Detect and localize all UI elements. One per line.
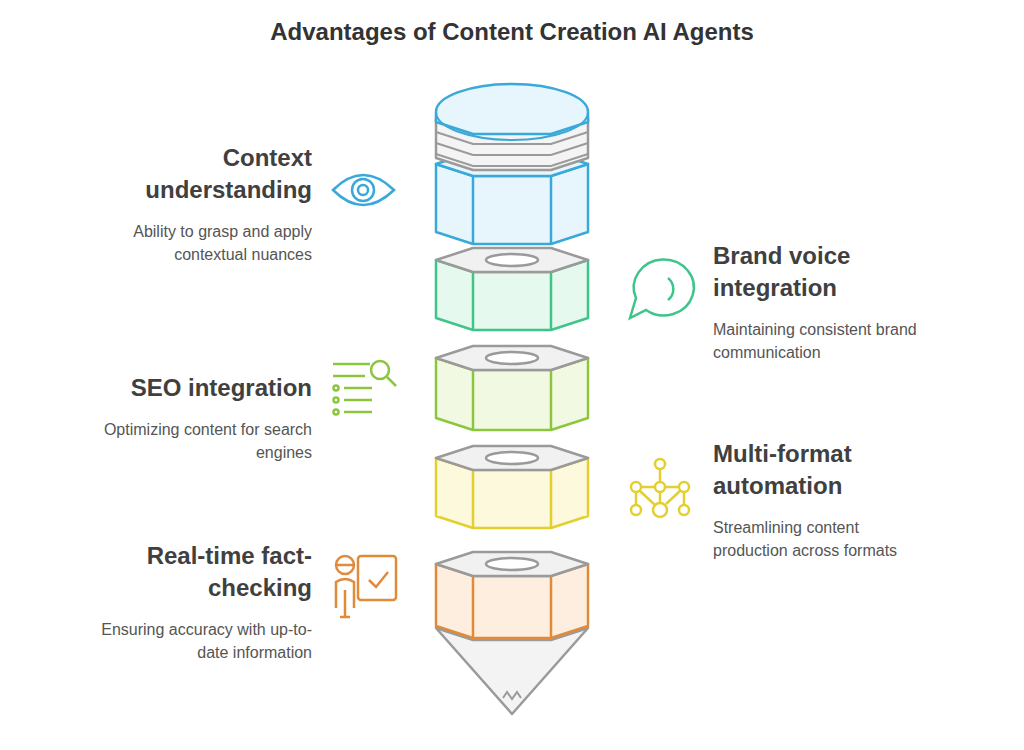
network-icon	[631, 459, 689, 517]
advantage-description: Ensuring accuracy with up-to-date inform…	[72, 618, 312, 664]
pencil-segment	[436, 552, 588, 638]
advantage-callout: Brand voice integrationMaintaining consi…	[713, 240, 958, 364]
advantage-heading: Brand voice integration	[713, 240, 918, 304]
pencil	[436, 84, 588, 714]
advantage-callout: Real-time fact-checkingEnsuring accuracy…	[72, 540, 312, 664]
advantage-description: Streamlining content production across f…	[713, 516, 928, 562]
speech-icon	[630, 259, 694, 318]
diagram-title: Advantages of Content Creation AI Agents	[0, 18, 1024, 46]
advantage-description: Maintaining consistent brand communicati…	[713, 318, 958, 364]
advantage-callout: SEO integrationOptimizing content for se…	[72, 372, 312, 464]
advantage-description: Optimizing content for search engines	[72, 418, 312, 464]
pencil-segment	[436, 346, 588, 430]
advantage-callout: Multi-format automationStreamlining cont…	[713, 438, 928, 562]
eye-icon	[333, 175, 394, 205]
advantage-callout: Context understandingAbility to grasp an…	[72, 142, 312, 266]
pencil-segment	[436, 248, 588, 330]
pencil-segment	[436, 446, 588, 528]
advantage-heading: Context understanding	[72, 142, 312, 206]
seo-icon	[333, 361, 396, 415]
advantage-description: Ability to grasp and apply contextual nu…	[72, 220, 312, 266]
factcheck-icon	[336, 556, 396, 617]
advantage-heading: Real-time fact-checking	[97, 540, 312, 604]
advantage-heading: Multi-format automation	[713, 438, 918, 502]
advantage-heading: SEO integration	[72, 372, 312, 404]
